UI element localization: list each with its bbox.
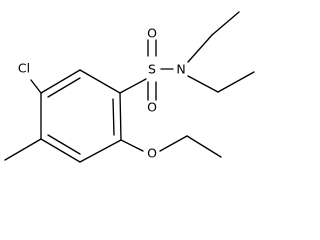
- ring-bond-c2-c3: [79, 139, 122, 163]
- bond-ethyl-lower-terminal: [217, 71, 255, 93]
- atom-oxygen-bottom-label: O: [147, 100, 157, 115]
- ring-double-bond-1: [112, 98, 115, 136]
- bond-ring-sulfur: [119, 78, 147, 94]
- bond-nitrogen-ethyl-upper: [187, 34, 213, 63]
- bond-ether-oxygen-ethyl: [159, 135, 188, 152]
- structure-canvas: Cl S N O O O: [4, 11, 255, 163]
- bond-ring-ether-oxygen: [120, 139, 144, 152]
- ring-bond-c6-c1: [79, 69, 121, 94]
- atom-chlorine-label: Cl: [18, 61, 30, 76]
- atom-sulfur-label: S: [148, 62, 156, 77]
- ring-bond-c5-c6: [40, 69, 81, 94]
- ring-double-bond-2: [47, 134, 81, 155]
- molecule-diagram: Cl S N O O O: [4, 11, 255, 163]
- ring-double-bond-3: [47, 77, 81, 98]
- ring-bond-c1-c2: [119, 92, 122, 141]
- bond-ethyl-upper-terminal: [211, 11, 240, 36]
- bond-ring-chlorine: [30, 79, 42, 94]
- bond-ring-methyl: [4, 138, 42, 161]
- benzene-ring: [40, 69, 122, 163]
- bond-nitrogen-ethyl-lower: [187, 75, 219, 93]
- atom-nitrogen-label: N: [176, 62, 185, 77]
- bond-ether-ethyl-terminal: [186, 135, 222, 158]
- atom-oxygen-ether-label: O: [147, 146, 157, 161]
- ring-bond-c3-c4: [40, 138, 81, 163]
- atom-oxygen-top-label: O: [147, 26, 157, 41]
